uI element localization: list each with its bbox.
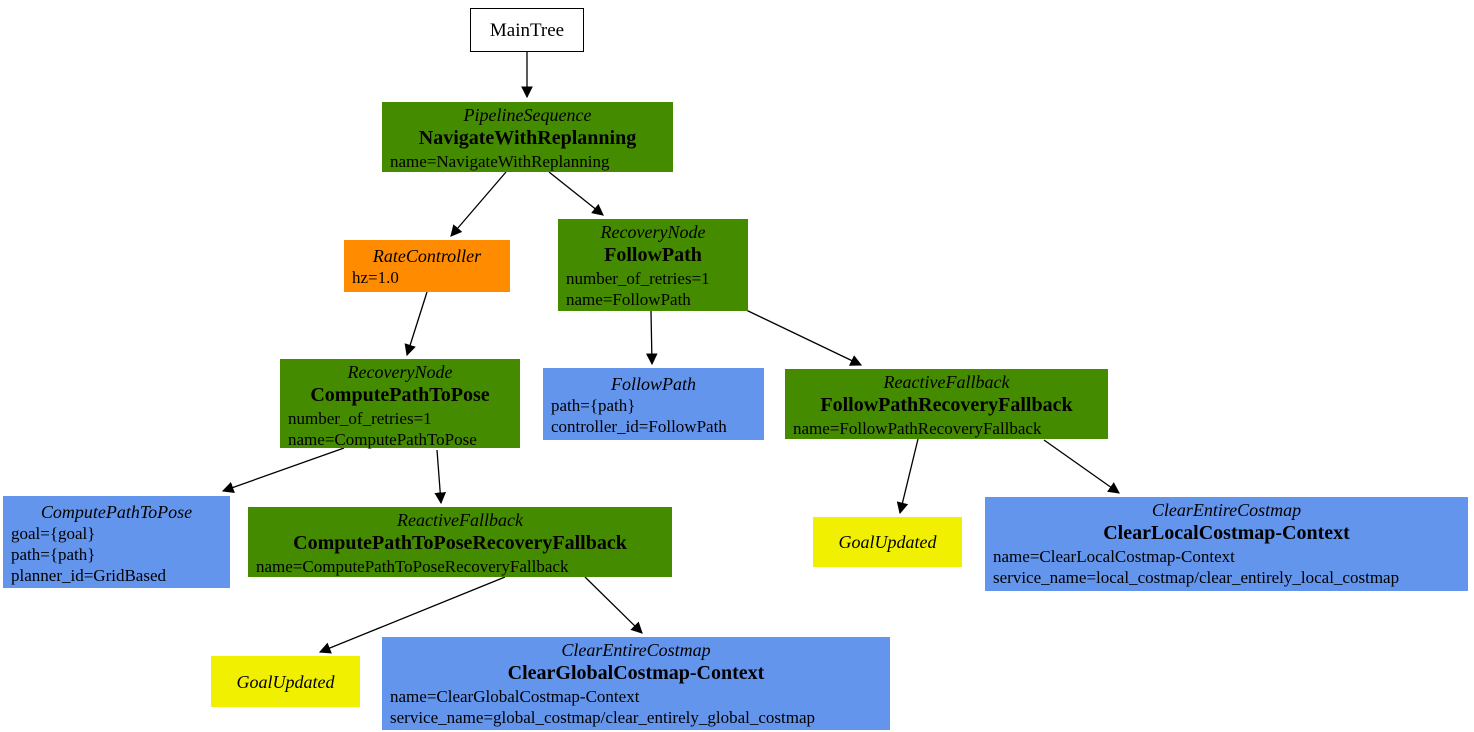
- bt-node-goalupdated-left: GoalUpdated: [211, 656, 360, 707]
- node-type-label: ReactiveFallback: [883, 372, 1010, 392]
- node-port-line: name=FollowPath: [566, 290, 691, 309]
- node-port-line: name=ComputePathToPoseRecoveryFallback: [256, 557, 569, 576]
- edge-cptp-recovery-to-cptp-action: [221, 447, 345, 493]
- node-port-line: name=NavigateWithReplanning: [390, 152, 610, 171]
- node-port-line: name=ClearLocalCostmap-Context: [993, 547, 1235, 566]
- edge-followpath-recovery-to-followpath-action: [645, 310, 658, 366]
- edge-navigate-to-followpath-recovery: [548, 171, 604, 216]
- node-type-label: ClearEntireCostmap: [561, 640, 711, 660]
- bt-node-followpath-recovery: RecoveryNode FollowPath number_of_retrie…: [558, 219, 748, 311]
- node-name-label: ClearLocalCostmap-Context: [1103, 522, 1350, 544]
- bt-node-clearglobalcostmap-context: ClearEntireCostmap ClearGlobalCostmap-Co…: [382, 637, 890, 730]
- node-name-label: ClearGlobalCostmap-Context: [507, 662, 765, 684]
- node-type-label: GoalUpdated: [236, 671, 335, 692]
- node-port-line: planner_id=GridBased: [11, 566, 166, 585]
- node-type-label: PipelineSequence: [463, 105, 592, 125]
- bt-node-ratecontroller: RateController hz=1.0: [344, 240, 510, 292]
- node-port-line: hz=1.0: [352, 268, 399, 287]
- edge-fp-fallback-to-clearlocalcostmap: [1043, 439, 1120, 494]
- node-port-line: name=ComputePathToPose: [288, 430, 477, 449]
- edge-navigate-to-ratecontroller: [450, 171, 507, 237]
- node-port-line: number_of_retries=1: [288, 409, 432, 428]
- node-port-line: path={path}: [11, 545, 96, 564]
- bt-node-navigatewithreplanning: PipelineSequence NavigateWithReplanning …: [382, 102, 673, 172]
- node-port-line: goal={goal}: [11, 524, 96, 543]
- node-name-label: ComputePathToPose: [310, 384, 490, 406]
- node-type-label: RateController: [372, 246, 482, 266]
- node-port-line: name=ClearGlobalCostmap-Context: [390, 687, 640, 706]
- node-port-line: service_name=local_costmap/clear_entirel…: [993, 568, 1400, 587]
- node-port-line: number_of_retries=1: [566, 269, 710, 288]
- node-port-line: path={path}: [551, 396, 636, 415]
- node-name-label: MainTree: [489, 19, 565, 41]
- node-name-label: FollowPath: [604, 244, 702, 266]
- node-port-line: controller_id=FollowPath: [551, 417, 727, 436]
- bt-node-clearlocalcostmap-context: ClearEntireCostmap ClearLocalCostmap-Con…: [985, 497, 1468, 591]
- node-type-label: FollowPath: [611, 374, 696, 394]
- edge-ratecontroller-to-computepathtopose-recovery: [404, 291, 428, 357]
- edge-cptp-recovery-to-cptp-recoveryfallback: [434, 449, 447, 505]
- node-name-label: NavigateWithReplanning: [418, 127, 637, 149]
- bt-node-followpathrecoveryfallback: ReactiveFallback FollowPathRecoveryFallb…: [785, 369, 1108, 439]
- edge-cptp-fallback-to-goalupdated-left: [318, 576, 506, 654]
- bt-node-computepathtoposerecoveryfallback: ReactiveFallback ComputePathToPoseRecove…: [248, 507, 672, 577]
- bt-node-computepathtopose-recovery: RecoveryNode ComputePathToPose number_of…: [280, 359, 520, 449]
- node-type-label: ClearEntireCostmap: [1151, 500, 1302, 520]
- node-type-label: RecoveryNode: [600, 222, 706, 242]
- bt-node-computepathtopose-action: ComputePathToPose goal={goal} path={path…: [3, 496, 230, 588]
- bt-node-maintree: MainTree: [470, 8, 584, 52]
- node-type-label: ReactiveFallback: [397, 510, 523, 530]
- node-port-line: name=FollowPathRecoveryFallback: [793, 419, 1042, 438]
- node-name-label: ComputePathToPoseRecoveryFallback: [293, 532, 627, 554]
- edge-cptp-fallback-to-clearglobalcostmap: [584, 576, 643, 634]
- edge-followpath-recovery-to-followpathrecoveryfallback: [743, 308, 863, 366]
- edge-fp-fallback-to-goalupdated-right: [896, 438, 919, 515]
- node-name-label: FollowPathRecoveryFallback: [820, 394, 1073, 416]
- node-type-label: GoalUpdated: [838, 532, 937, 552]
- bt-node-followpath-action: FollowPath path={path} controller_id=Fol…: [543, 368, 764, 440]
- node-type-label: ComputePathToPose: [40, 502, 193, 522]
- bt-node-goalupdated-right: GoalUpdated: [813, 517, 962, 567]
- node-port-line: service_name=global_costmap/clear_entire…: [390, 708, 815, 727]
- node-type-label: RecoveryNode: [347, 362, 453, 382]
